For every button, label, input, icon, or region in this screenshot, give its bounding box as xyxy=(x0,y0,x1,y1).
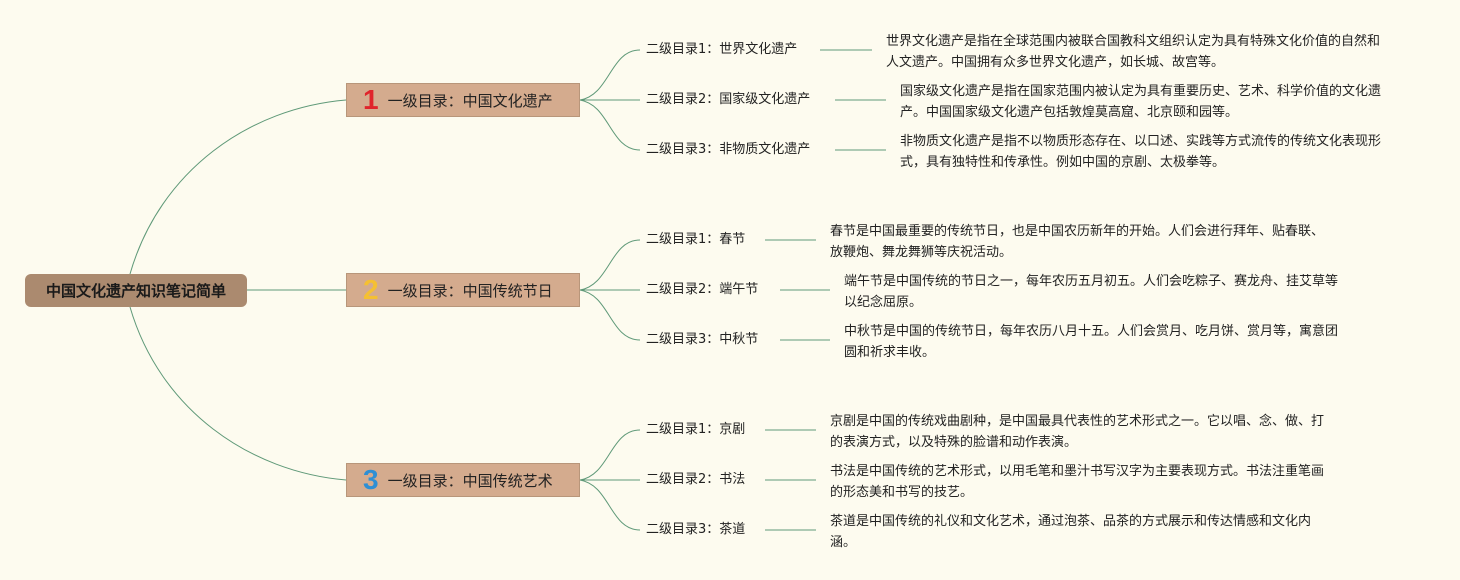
branch-3-node[interactable]: 3 一级目录：中国传统艺术 xyxy=(346,463,580,497)
branch-2-label: 一级目录：中国传统节日 xyxy=(387,281,553,300)
number-3-icon: 3 xyxy=(363,464,379,495)
connector-b2-c3 xyxy=(579,289,641,341)
branch-1-child-2-description: 国家级文化遗产是指在国家范围内被认定为具有重要历史、艺术、科学价值的文化遗产。中… xyxy=(900,84,1382,120)
connector-b3-c3 xyxy=(579,479,641,531)
branch-2-child-3-label[interactable]: 二级目录3：中秋节 xyxy=(646,332,759,347)
number-2-icon: 2 xyxy=(363,274,379,305)
branch-2-child-2-description: 端午节是中国传统的节日之一，每年农历五月初五。人们会吃粽子、赛龙舟、挂艾草等以纪… xyxy=(844,274,1339,310)
branch-1-child-1-label[interactable]: 二级目录1：世界文化遗产 xyxy=(646,42,798,57)
root-node[interactable]: 中国文化遗产知识笔记简单 xyxy=(25,274,247,307)
branch-3-child-2-description: 书法是中国传统的艺术形式，以用毛笔和墨汁书写汉字为主要表现方式。书法注重笔画的形… xyxy=(830,464,1325,500)
branch-3-label: 一级目录：中国传统艺术 xyxy=(387,471,553,490)
branch-2-child-3-description: 中秋节是中国的传统节日，每年农历八月十五。人们会赏月、吃月饼、赏月等，寓意团圆和… xyxy=(844,324,1339,360)
branch-3-child-1-description: 京剧是中国的传统戏曲剧种，是中国最具代表性的艺术形式之一。它以唱、念、做、打的表… xyxy=(830,414,1325,450)
branch-2-child-2-label[interactable]: 二级目录2：端午节 xyxy=(646,282,759,297)
branch-1-child-3-label[interactable]: 二级目录3：非物质文化遗产 xyxy=(646,142,811,157)
branch-3-child-3-label[interactable]: 二级目录3：茶道 xyxy=(646,522,746,537)
number-1-icon: 1 xyxy=(363,84,379,115)
connector-b1-c1 xyxy=(579,49,641,101)
branch-3-child-1-label[interactable]: 二级目录1：京剧 xyxy=(646,422,746,437)
connector-root-branch-1 xyxy=(129,99,347,275)
branch-2-child-1-label[interactable]: 二级目录1：春节 xyxy=(646,232,746,247)
branch-1-child-3-description: 非物质文化遗产是指不以物质形态存在、以口述、实践等方式流传的传统文化表现形式，具… xyxy=(900,134,1382,170)
connector-b3-c1 xyxy=(579,429,641,481)
branch-1-node[interactable]: 1 一级目录：中国文化遗产 xyxy=(346,83,580,117)
branch-1-child-2-label[interactable]: 二级目录2：国家级文化遗产 xyxy=(646,92,811,107)
connector-b1-c3 xyxy=(579,99,641,151)
branch-1-child-1-description: 世界文化遗产是指在全球范围内被联合国教科文组织认定为具有特殊文化价值的自然和人文… xyxy=(886,34,1381,70)
branch-2-node[interactable]: 2 一级目录：中国传统节日 xyxy=(346,273,580,307)
connector-root-branch-3 xyxy=(129,306,347,481)
branch-2-child-1-description: 春节是中国最重要的传统节日，也是中国农历新年的开始。人们会进行拜年、贴春联、放鞭… xyxy=(830,224,1325,260)
branch-3-child-2-label[interactable]: 二级目录2：书法 xyxy=(646,472,746,487)
branch-3-child-3-description: 茶道是中国传统的礼仪和文化艺术，通过泡茶、品茶的方式展示和传达情感和文化内涵。 xyxy=(830,514,1312,550)
branch-1-label: 一级目录：中国文化遗产 xyxy=(387,91,553,110)
connector-b2-c1 xyxy=(579,239,641,291)
